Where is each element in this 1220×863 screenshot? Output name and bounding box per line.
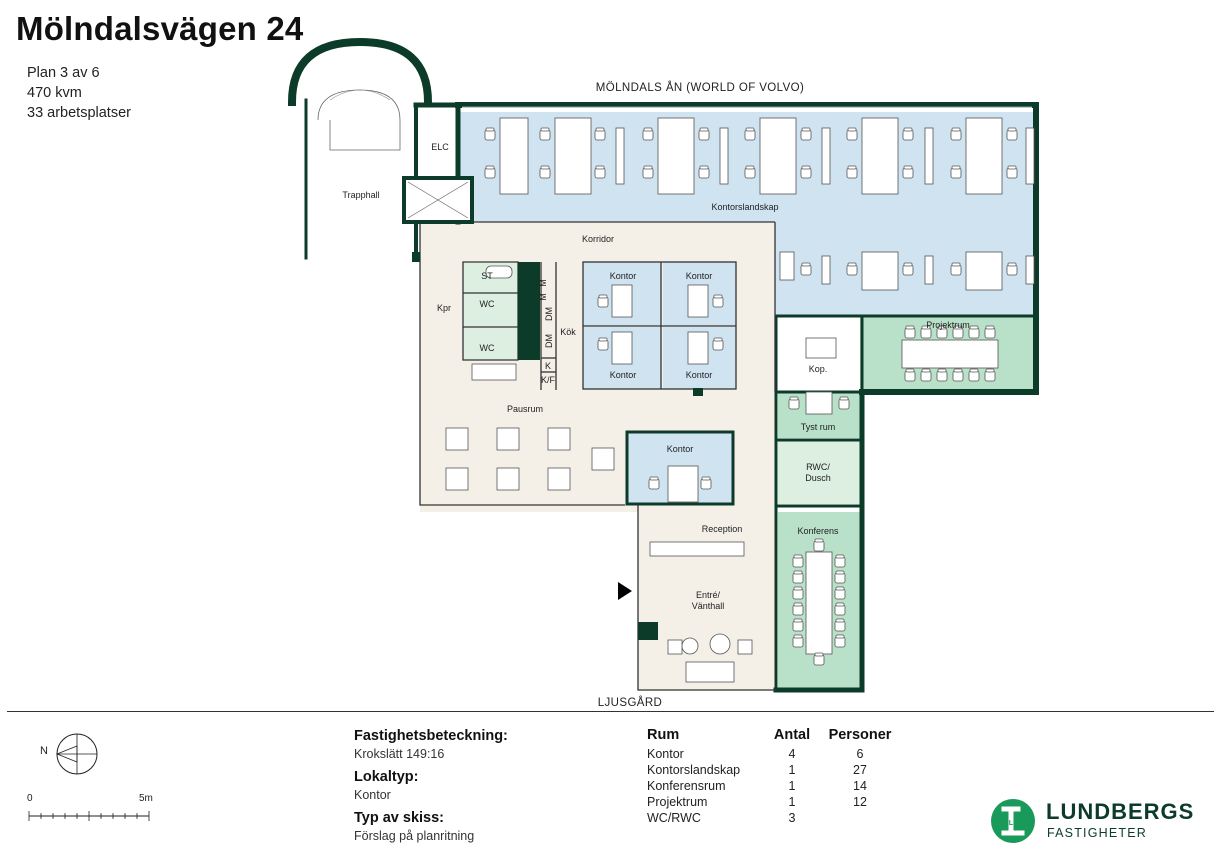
scale-start-label: 0 <box>27 793 33 804</box>
label-m-2: M <box>538 293 548 301</box>
north-orientation-label: MÖLNDALS ÅN (WORLD OF VOLVO) <box>596 81 804 94</box>
cell-room: WC/RWC <box>647 811 701 825</box>
room-kontor-5: Kontor <box>667 444 694 454</box>
table-row: Projektrum 1 12 <box>647 794 893 810</box>
room-kontor-1: Kontor <box>610 271 637 281</box>
north-label: N <box>40 745 48 757</box>
col-header-personer: Personer <box>828 727 892 743</box>
cell-count: 1 <box>788 763 796 777</box>
scale-bar <box>28 811 150 821</box>
area: 470 kvm <box>27 85 82 101</box>
fastighet-value: Krokslätt 149:16 <box>354 747 445 761</box>
label-kf: K/F <box>541 375 556 385</box>
lokaltyp-value: Kontor <box>354 788 391 802</box>
cell-count: 4 <box>788 747 796 761</box>
logo-name: LUNDBERGS <box>1046 799 1195 824</box>
skiss-heading: Typ av skiss: <box>354 810 445 826</box>
table-row: WC/RWC 3 <box>647 810 893 826</box>
skiss-value: Förslag på planritning <box>354 829 475 843</box>
table-row: Kontor 4 6 <box>647 746 893 762</box>
floor-plan: MÖLNDALS ÅN (WORLD OF VOLVO) LJUSGÅRD EL… <box>287 37 1039 709</box>
col-header-antal: Antal <box>773 727 811 743</box>
label-k: K <box>545 361 551 371</box>
cell-persons: 12 <box>853 795 867 809</box>
cell-persons: 27 <box>853 763 867 777</box>
label-dm-2: DM <box>544 334 554 348</box>
cell-persons <box>827 810 893 826</box>
compass-icon <box>55 733 98 775</box>
cell-room: Projektrum <box>647 795 708 809</box>
table-row: Konferensrum 1 14 <box>647 778 893 794</box>
cell-room: Konferensrum <box>647 779 726 793</box>
cell-count: 1 <box>788 795 796 809</box>
room-kpr: Kpr <box>437 303 451 313</box>
lundbergs-logo-icon: LF <box>991 799 1035 843</box>
room-kok: Kök <box>560 327 576 337</box>
room-konferens: Konferens <box>797 526 839 536</box>
room-kontor-4: Kontor <box>686 370 713 380</box>
room-st: ST <box>481 271 493 281</box>
table-row: Kontorslandskap 1 27 <box>647 762 893 778</box>
room-projektrum: Projektrum <box>926 320 970 330</box>
room-tyst-rum: Tyst rum <box>801 422 836 432</box>
cell-persons: 14 <box>853 779 867 793</box>
scale-end-label: 5m <box>139 793 153 804</box>
cell-count: 3 <box>788 811 796 825</box>
page-title: Mölndalsvägen 24 <box>16 10 304 47</box>
room-entre-line-1: Entré/ <box>696 590 721 600</box>
table-header-row: Rum Antal Personer <box>647 727 893 746</box>
room-rwc-line-2: Dusch <box>805 473 831 483</box>
label-m-1: M <box>538 279 548 287</box>
col-header-rum: Rum <box>647 727 680 743</box>
label-dm-1: DM <box>544 307 554 321</box>
cell-room: Kontorslandskap <box>647 763 741 777</box>
room-kontor-2: Kontor <box>686 271 713 281</box>
plan-level: Plan 3 av 6 <box>27 65 100 81</box>
cell-room: Kontor <box>647 747 684 761</box>
south-orientation-label: LJUSGÅRD <box>598 696 663 709</box>
workplaces: 33 arbetsplatser <box>27 105 131 121</box>
room-elc: ELC <box>431 142 449 152</box>
room-rwc-line-1: RWC/ <box>806 462 830 472</box>
room-pausrum: Pausrum <box>507 404 543 414</box>
room-korridor: Korridor <box>582 234 614 244</box>
cell-persons: 6 <box>856 747 864 761</box>
room-entre-line-2: Vänthall <box>692 601 725 611</box>
room-kontorslandskap: Kontorslandskap <box>711 202 778 212</box>
footer-divider <box>7 711 1214 712</box>
room-wc-2: WC <box>480 343 495 353</box>
logo-mark-text: LF <box>1009 820 1018 827</box>
room-kop: Kop. <box>809 364 828 374</box>
fastighet-heading: Fastighetsbeteckning: <box>354 728 508 744</box>
room-stats-table: Rum Antal Personer Kontor 4 6 Kontorslan… <box>647 727 893 826</box>
room-reception: Reception <box>702 524 743 534</box>
lokaltyp-heading: Lokaltyp: <box>354 769 419 785</box>
room-kontor-3: Kontor <box>610 370 637 380</box>
room-trapphall: Trapphall <box>342 190 379 200</box>
logo-subtitle: FASTIGHETER <box>1047 826 1148 840</box>
room-wc-1: WC <box>480 299 495 309</box>
cell-count: 1 <box>788 779 796 793</box>
